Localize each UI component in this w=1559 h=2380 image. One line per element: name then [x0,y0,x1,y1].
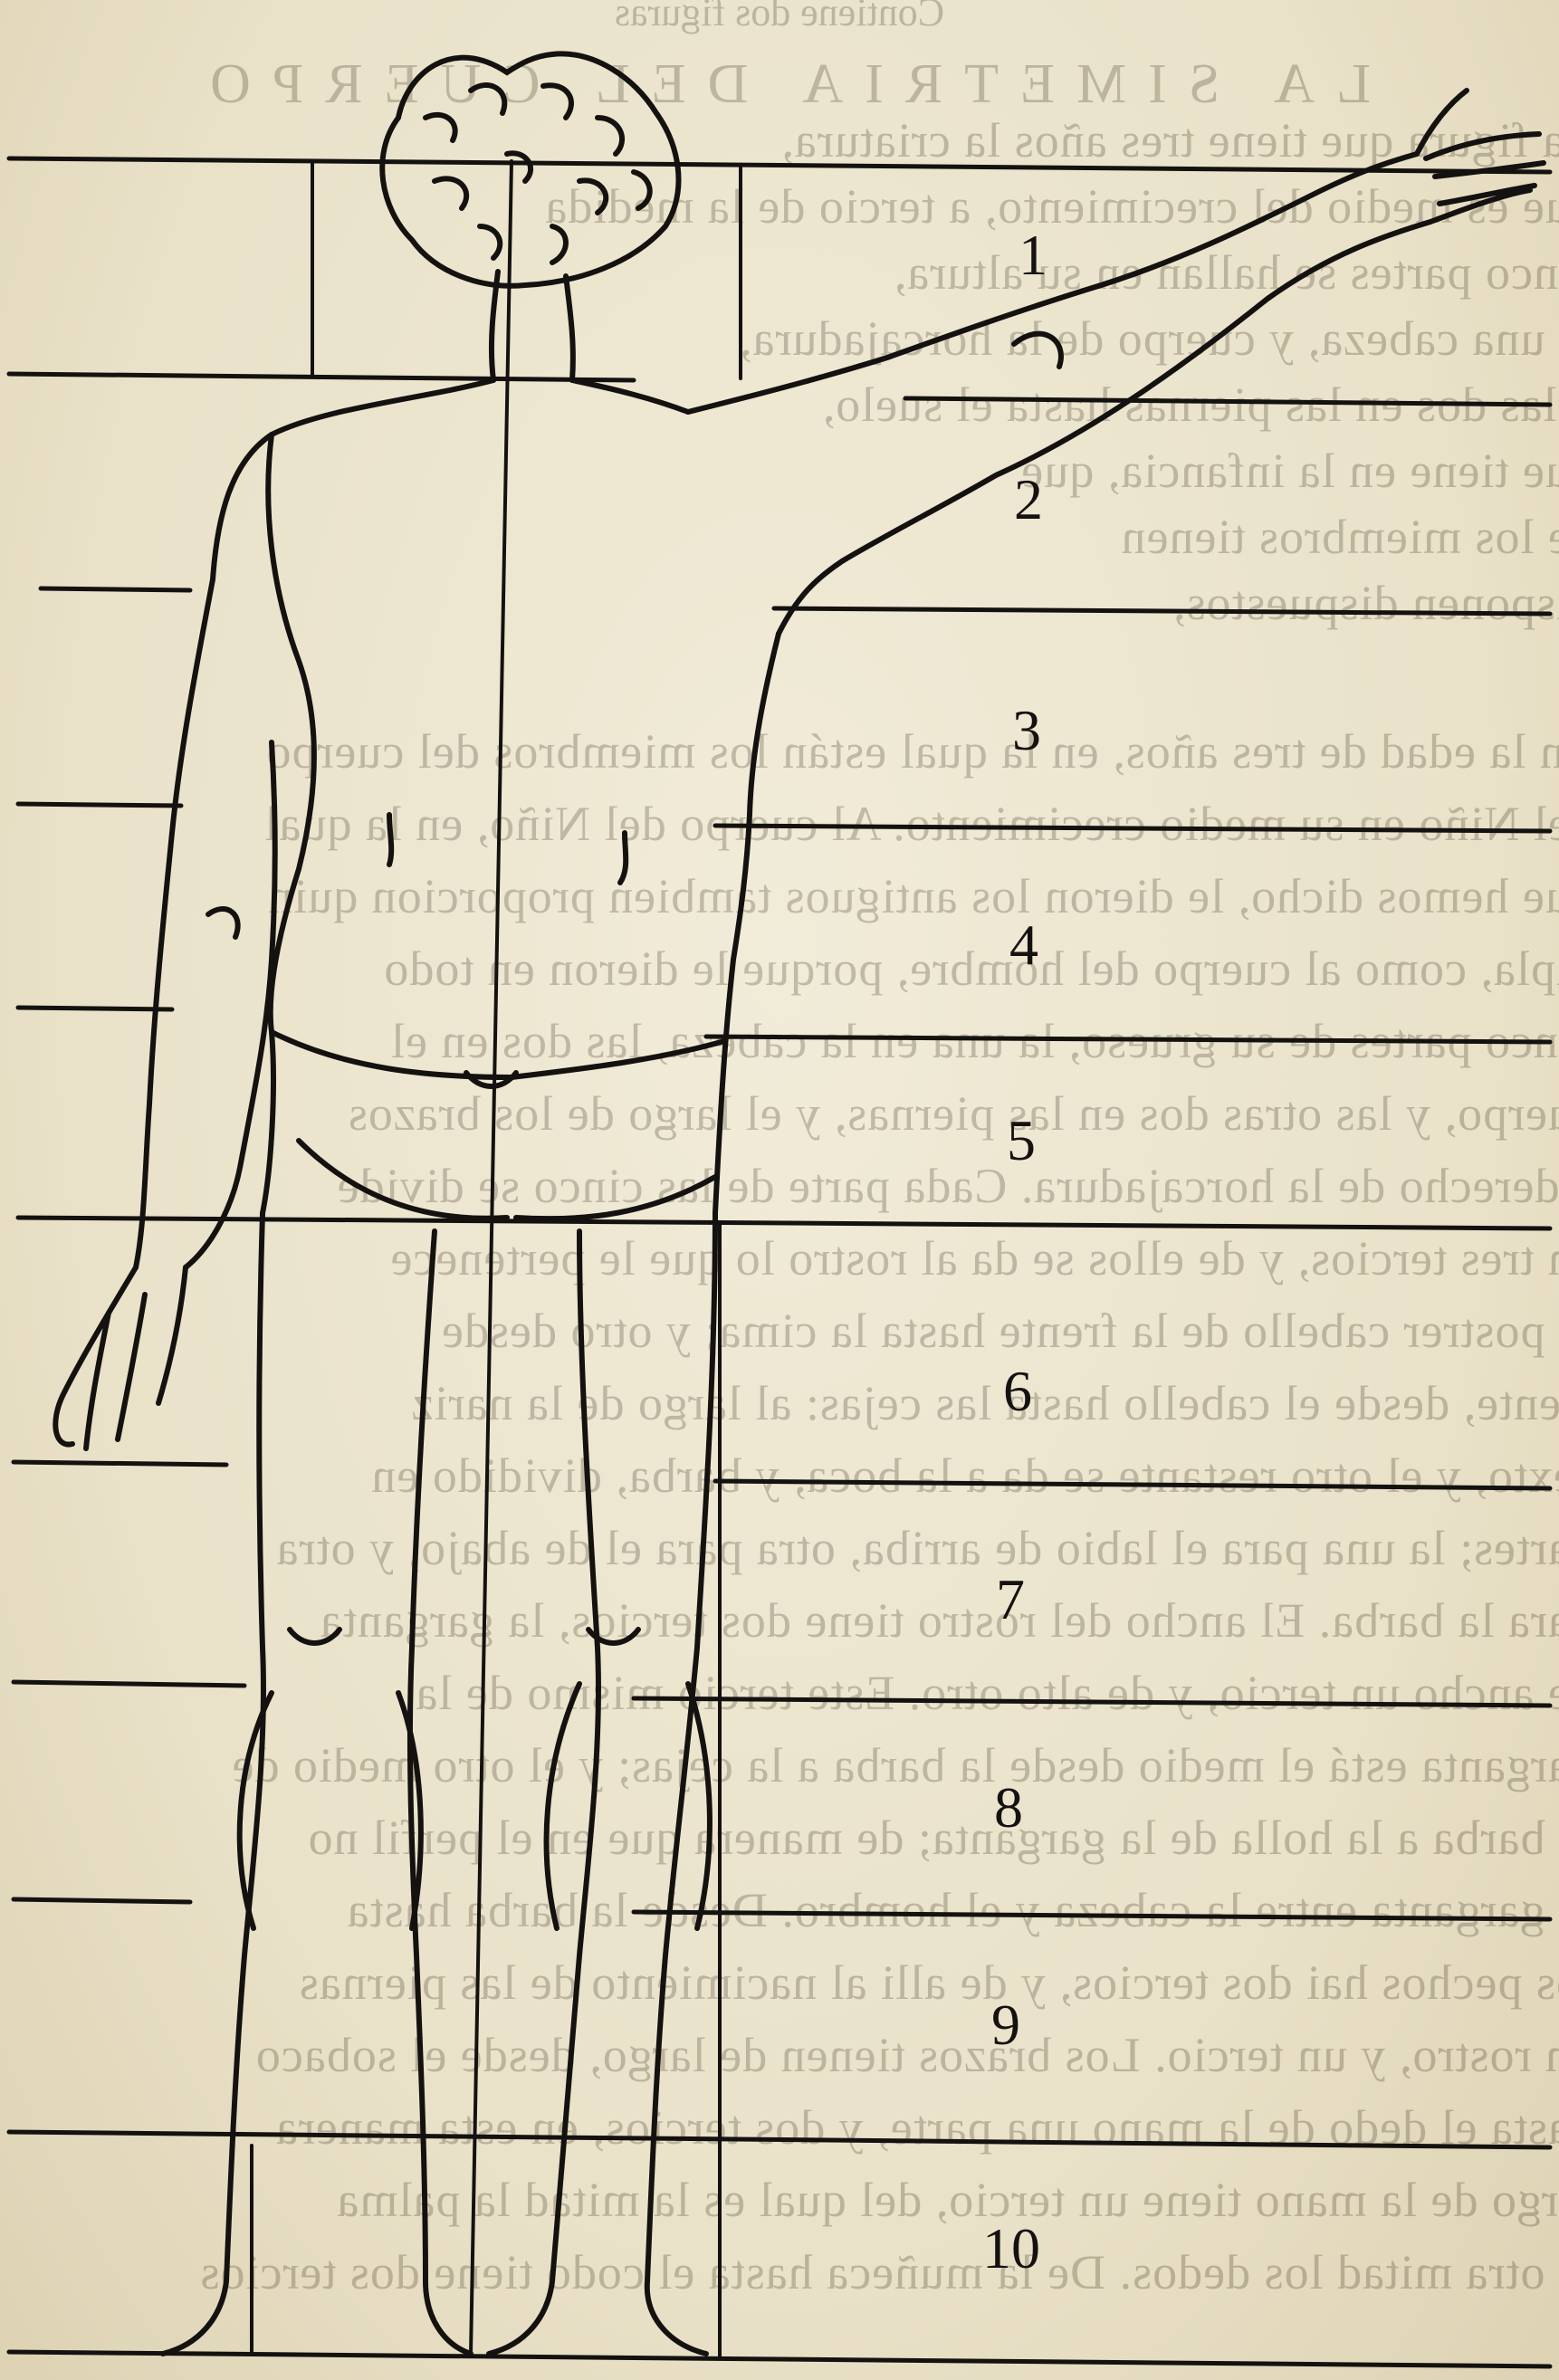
division-number-2: 2 [1014,471,1043,529]
division-number-10: 10 [982,2220,1040,2278]
division-number-7: 7 [996,1571,1025,1629]
figure-legs [163,1213,715,2354]
division-number-9: 9 [991,1996,1020,2054]
division-number-6: 6 [1003,1362,1032,1420]
division-number-4: 4 [1009,916,1038,974]
division-number-3: 3 [1012,702,1041,760]
figure-hanging-arm [55,579,274,1448]
vertical-guides [252,161,741,2358]
figure-head [382,53,678,380]
division-number-1: 1 [1019,226,1047,284]
division-number-8: 8 [994,1779,1023,1837]
division-number-5: 5 [1007,1112,1036,1170]
